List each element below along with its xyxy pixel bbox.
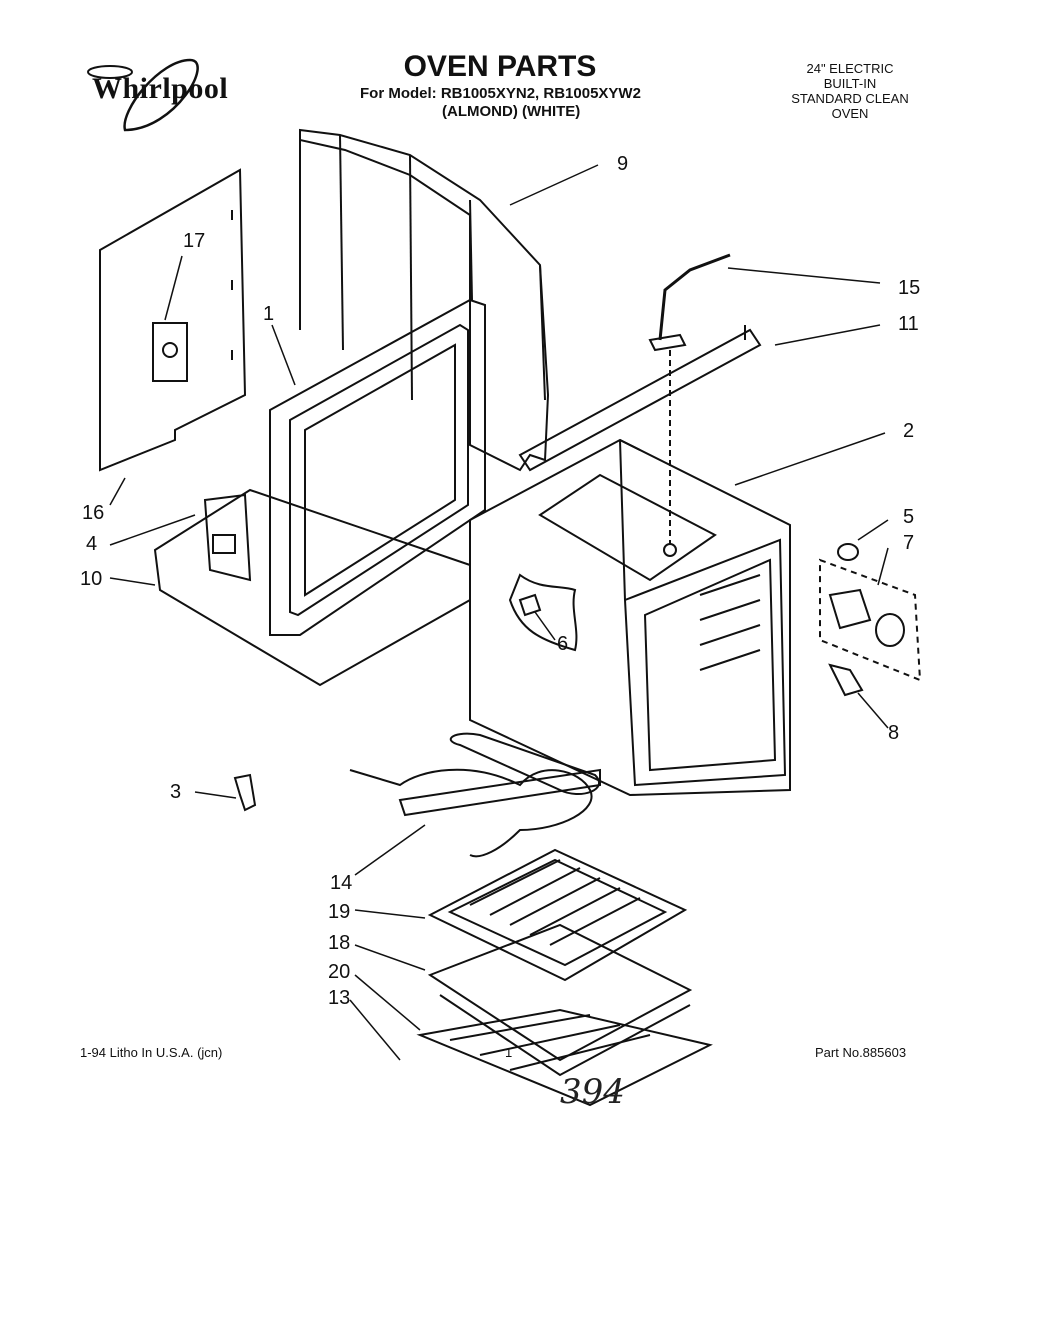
callout-label: 15 xyxy=(898,277,921,299)
callout-label: 3 xyxy=(170,781,182,803)
page-title: OVEN PARTS xyxy=(403,50,597,83)
clip-6 xyxy=(518,593,542,617)
callout-label: 5 xyxy=(903,506,915,528)
callout-label: 2 xyxy=(903,420,915,442)
callout-label: 1 xyxy=(263,303,275,325)
support-bracket-11 xyxy=(518,325,762,472)
callout-label: 11 xyxy=(898,313,919,335)
oven-cavity-2 xyxy=(469,350,791,797)
product-type-line: BUILT-IN xyxy=(823,76,877,91)
handwritten-note: 394 xyxy=(560,1072,625,1112)
callout-label: 18 xyxy=(328,932,351,954)
callout-label: 19 xyxy=(328,901,351,923)
callout-label: 7 xyxy=(903,532,915,554)
clip-3 xyxy=(233,773,257,812)
callout-label: 20 xyxy=(328,961,351,983)
product-type-line: OVEN xyxy=(831,106,869,121)
light-assembly xyxy=(819,543,922,697)
whirlpool-logo-swoosh xyxy=(87,58,199,132)
callout-label: 8 xyxy=(888,722,900,744)
leader-lines xyxy=(109,164,889,1061)
callout-label: 9 xyxy=(617,153,629,175)
model-number-line: For Model: RB1005XYN2, RB1005XYW2 xyxy=(360,85,641,102)
vent-tube-15 xyxy=(648,253,731,352)
broiler-pan-18 xyxy=(427,923,693,1077)
color-variants-line: (ALMOND) (WHITE) xyxy=(442,103,581,120)
part-number: Part No.885603 xyxy=(815,1045,907,1060)
door-frame-1 xyxy=(269,298,486,636)
page-number: 1 xyxy=(505,1045,513,1060)
callout-label: 6 xyxy=(557,633,569,655)
callout-label: 17 xyxy=(183,230,206,252)
callout-label: 10 xyxy=(80,568,103,590)
product-type-line: 24" ELECTRIC xyxy=(806,61,894,76)
callout-label: 13 xyxy=(328,987,351,1009)
print-info: 1-94 Litho In U.S.A. (jcn) xyxy=(80,1045,223,1060)
broiler-grid-19 xyxy=(427,848,688,982)
insulation-panel-16 xyxy=(99,168,247,472)
oven-rack-20 xyxy=(416,1008,713,1107)
callout-label: 16 xyxy=(82,502,105,524)
callout-label: 14 xyxy=(330,872,353,894)
product-type-line: STANDARD CLEAN xyxy=(791,91,909,106)
cabinet-frame-9 xyxy=(299,128,550,472)
product-type-block: 24" ELECTRIC BUILT-IN STANDARD CLEAN OVE… xyxy=(770,61,930,121)
callout-label: 4 xyxy=(86,533,98,555)
whirlpool-logo: Whirlpool xyxy=(92,72,229,105)
bake-element-14 xyxy=(349,732,601,858)
